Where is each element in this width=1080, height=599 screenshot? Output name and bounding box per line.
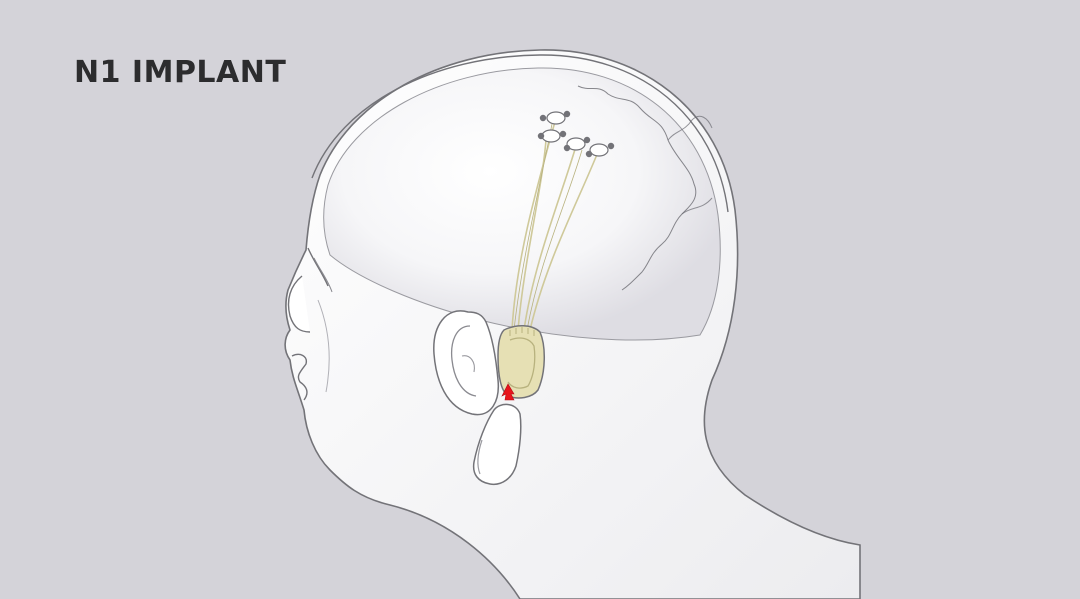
brow-line (307, 247, 329, 287)
external-receiver (472, 403, 522, 486)
signal-arrow (501, 383, 515, 401)
lips (291, 353, 308, 401)
electrode-nodes (537, 110, 615, 158)
nose (287, 275, 311, 333)
electrode-threads (511, 117, 599, 331)
n1-implant-inner (507, 337, 536, 389)
ear-fold (461, 355, 475, 373)
brain-sulcus-line (577, 85, 697, 291)
skull-rim (311, 54, 729, 213)
brain-sulcus-line-2 (667, 115, 713, 141)
cheek-line (317, 299, 330, 393)
external-receiver-edge (477, 439, 483, 475)
brow-line-2 (313, 257, 333, 293)
ear-inner (450, 325, 477, 397)
brain-area (323, 67, 721, 341)
n1-implant-coil (509, 327, 535, 336)
ear (433, 310, 500, 416)
brain-sulcus-line-3 (681, 197, 713, 215)
diagram-title: N1 IMPLANT (74, 55, 287, 90)
n1-implant-device (497, 325, 545, 399)
